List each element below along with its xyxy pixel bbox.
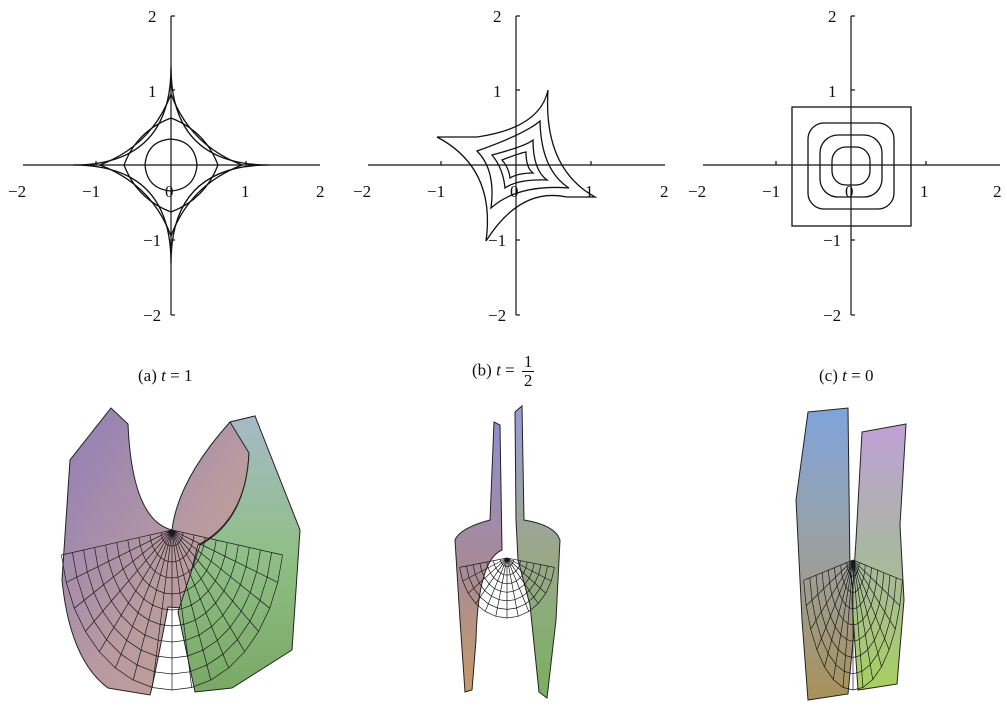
panel-a-ytick-neg2: −2 bbox=[143, 306, 161, 325]
caption-c: (c) t = 0 bbox=[819, 366, 874, 385]
panel-b-plot: −2 −1 0 1 2 2 1 −1 −2 bbox=[353, 7, 669, 325]
panel-c-curves bbox=[791, 106, 912, 227]
caption-b: (b) t = 1 2 bbox=[472, 352, 535, 390]
panel-a-xtick-0: 0 bbox=[165, 182, 174, 201]
panel-c-xtick-0: 0 bbox=[845, 182, 854, 201]
panel-a-plot: −2 −1 0 1 2 2 1 −1 −2 bbox=[8, 7, 325, 325]
panel-b-xtick-1: 1 bbox=[585, 182, 594, 201]
panel-a-ytick-1: 1 bbox=[148, 82, 157, 101]
panel-b-ytick-1: 1 bbox=[493, 82, 502, 101]
panel-c-xtick-2: 2 bbox=[993, 182, 1002, 201]
surface-c-render bbox=[795, 407, 907, 701]
panel-b-ytick-neg1: −1 bbox=[488, 231, 506, 250]
panel-c-ytick-2: 2 bbox=[828, 7, 837, 26]
panel-a-xtick-2: 2 bbox=[316, 182, 325, 201]
surface-b-render bbox=[454, 404, 561, 699]
panel-a-curves bbox=[72, 66, 270, 264]
caption-a: (a) t = 1 bbox=[138, 366, 193, 385]
panel-c-xtick-1: 1 bbox=[920, 182, 929, 201]
panel-c-xtick-neg1: −1 bbox=[762, 182, 780, 201]
panel-b-xtick-2: 2 bbox=[660, 182, 669, 201]
panel-c-xtick-neg2: −2 bbox=[688, 182, 706, 201]
panel-b-xtick-neg1: −1 bbox=[427, 182, 445, 201]
panel-c-ytick-neg1: −1 bbox=[823, 231, 841, 250]
panel-b-ytick-neg2: −2 bbox=[488, 306, 506, 325]
panel-c-ytick-neg2: −2 bbox=[823, 306, 841, 325]
surface-a-render bbox=[61, 407, 301, 696]
panel-b-ytick-2: 2 bbox=[493, 7, 502, 26]
panel-c-ytick-1: 1 bbox=[828, 82, 837, 101]
caption-b-fraction: 1 2 bbox=[521, 352, 535, 390]
panel-c-plot: −2 −1 0 1 2 2 1 −1 −2 bbox=[688, 7, 1002, 325]
panel-b-curves bbox=[436, 89, 598, 242]
panel-a-ytick-neg1: −1 bbox=[143, 231, 161, 250]
panel-b-xtick-neg2: −2 bbox=[353, 182, 371, 201]
panel-a-xtick-1: 1 bbox=[241, 182, 250, 201]
panel-a-ytick-2: 2 bbox=[148, 7, 157, 26]
panel-a-xtick-neg2: −2 bbox=[8, 182, 26, 201]
panel-b-xtick-0: 0 bbox=[510, 182, 519, 201]
panel-a-xtick-neg1: −1 bbox=[82, 182, 100, 201]
